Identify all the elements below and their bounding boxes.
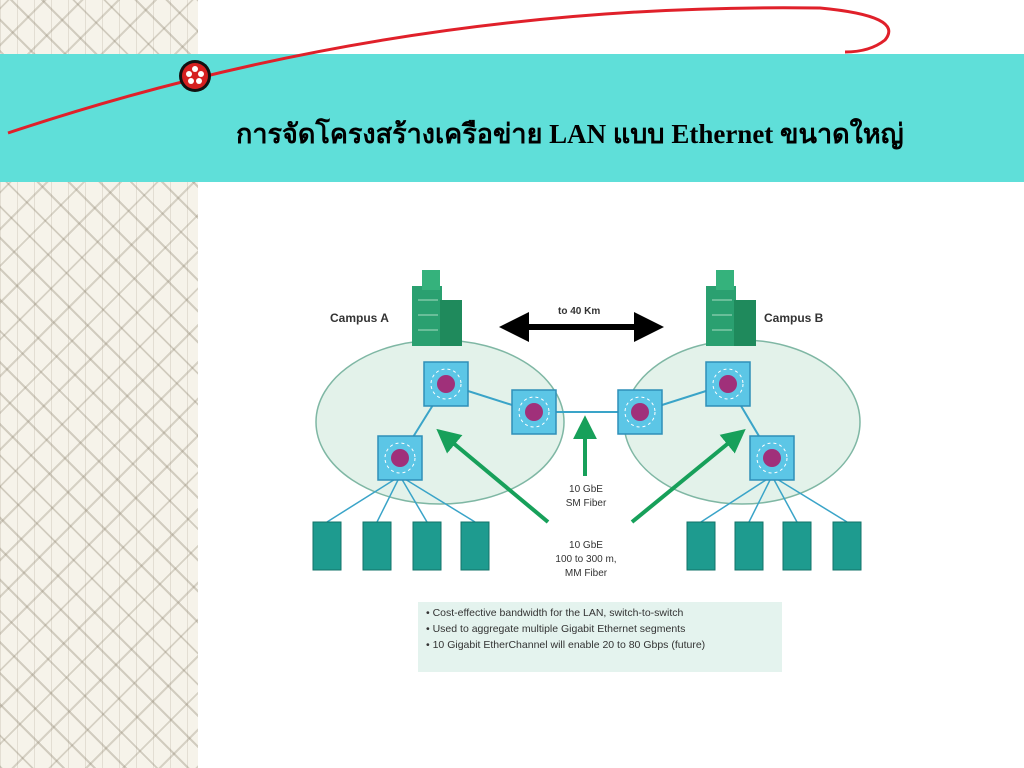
orbit-arc — [7, 6, 891, 135]
bullet-item: Cost-effective bandwidth for the LAN, sw… — [426, 605, 782, 621]
server-icon — [686, 521, 716, 571]
servers-campus-b — [686, 521, 862, 571]
server-icon — [832, 521, 862, 571]
servers-campus-a — [312, 521, 490, 571]
fiber-labels: 10 GbE SM Fiber 10 GbE 100 to 300 m, MM … — [555, 484, 616, 579]
distance-label: to 40 Km — [558, 306, 600, 317]
bullet-item: Used to aggregate multiple Gigabit Ether… — [426, 621, 782, 637]
mm-fiber-label-2: 100 to 300 m, — [555, 554, 616, 565]
switch-icon — [749, 435, 795, 481]
server-icon — [460, 521, 490, 571]
sm-fiber-label-1: 10 GbE — [569, 484, 603, 495]
switch-icon — [705, 361, 751, 407]
campus-a-label: Campus A — [330, 311, 389, 325]
mm-fiber-label-3: MM Fiber — [565, 568, 608, 579]
title-band-fade — [0, 54, 198, 182]
switch-icon — [511, 389, 557, 435]
building-icon — [706, 270, 756, 346]
pointer-arrows — [436, 415, 746, 524]
server-icon — [734, 521, 764, 571]
server-icon — [312, 521, 342, 571]
sm-fiber-label-2: SM Fiber — [566, 498, 607, 509]
server-icon — [782, 521, 812, 571]
building-icon — [412, 270, 462, 346]
campus-b-label: Campus B — [764, 311, 824, 325]
server-icon — [362, 521, 392, 571]
orbit-logo-icon — [179, 60, 211, 92]
switch-icon — [617, 389, 663, 435]
switch-icon — [423, 361, 469, 407]
server-icon — [412, 521, 442, 571]
slide-title: การจัดโครงสร้างเครือข่าย LAN แบบ Etherne… — [236, 119, 904, 149]
mm-fiber-label-1: 10 GbE — [569, 540, 603, 551]
switch-icon — [377, 435, 423, 481]
server-links — [326, 475, 848, 523]
bullet-item: 10 Gigabit EtherChannel will enable 20 t… — [426, 637, 782, 653]
bullet-box: Cost-effective bandwidth for the LAN, sw… — [418, 602, 782, 672]
